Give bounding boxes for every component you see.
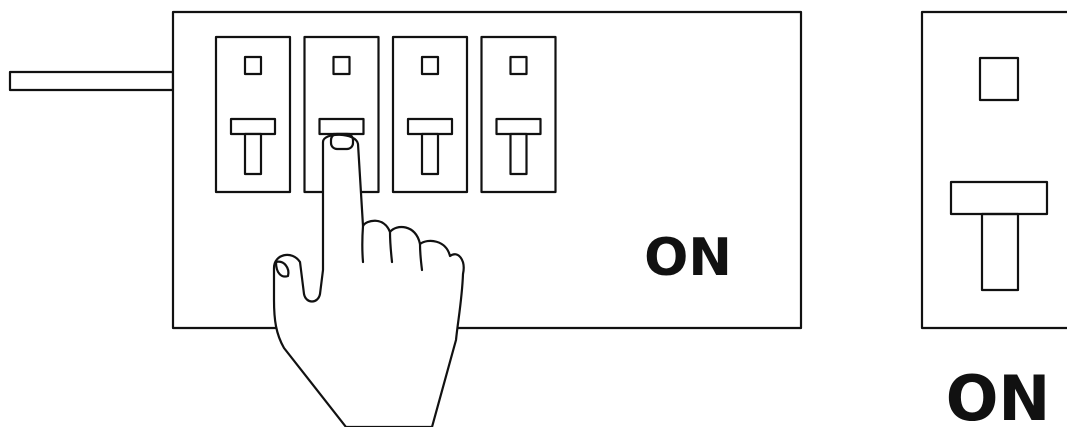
detail-breaker-body [920, 10, 1067, 330]
breaker-switch-stem [420, 132, 440, 176]
detail-switch-stem [980, 212, 1020, 292]
pointing-hand-icon [272, 132, 465, 427]
breaker-indicator-window [420, 55, 440, 76]
breaker-row [214, 35, 557, 194]
breaker-switch-stem [243, 132, 263, 176]
breaker-indicator-window [332, 55, 351, 76]
detail-on-label: ON [946, 362, 1051, 427]
breaker-detail-closeup [920, 10, 1067, 330]
detail-indicator-window [978, 56, 1020, 102]
cable [8, 70, 175, 92]
breaker-3[interactable] [391, 35, 469, 194]
breaker-switch-lever [495, 117, 542, 136]
panel-on-label: ON [644, 228, 732, 288]
breaker-switch-lever [229, 117, 277, 136]
breaker-indicator-window [509, 55, 528, 76]
breaker-switch-lever [406, 117, 454, 136]
breaker-switch-stem [509, 132, 528, 176]
breaker-1[interactable] [214, 35, 292, 194]
breaker-switch-lever [318, 117, 365, 136]
breaker-4[interactable] [480, 35, 557, 194]
breaker-indicator-window [243, 55, 263, 76]
